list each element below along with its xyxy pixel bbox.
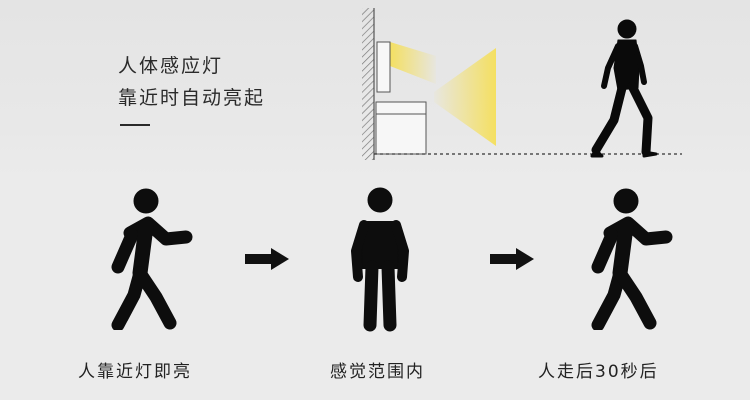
arrow-right-icon (490, 248, 534, 270)
arrow-right-icon (245, 248, 289, 270)
headline-line-1: 人体感应灯 (118, 55, 224, 77)
standing-person-icon (351, 187, 409, 332)
cabinet-top (375, 101, 427, 115)
walking-person-icon (111, 188, 193, 330)
headline-divider (120, 124, 150, 126)
light-beam-upper (390, 42, 436, 84)
wall-lamp-icon (376, 41, 391, 93)
step-3-label: 人走后30秒后 (538, 362, 659, 382)
cabinet-body (375, 113, 427, 155)
step-2-label: 感觉范围内 (330, 362, 425, 382)
light-beam-lower (434, 48, 496, 146)
sensor-scene-illustration (362, 8, 682, 160)
headline: 人体感应灯 靠近时自动亮起 (118, 50, 265, 114)
wall-hatch (362, 8, 374, 160)
walking-person-icon (591, 188, 673, 330)
headline-line-2: 靠近时自动亮起 (118, 87, 266, 109)
step-1-label: 人靠近灯即亮 (78, 362, 192, 382)
walking-silhouette-icon (590, 19, 658, 158)
